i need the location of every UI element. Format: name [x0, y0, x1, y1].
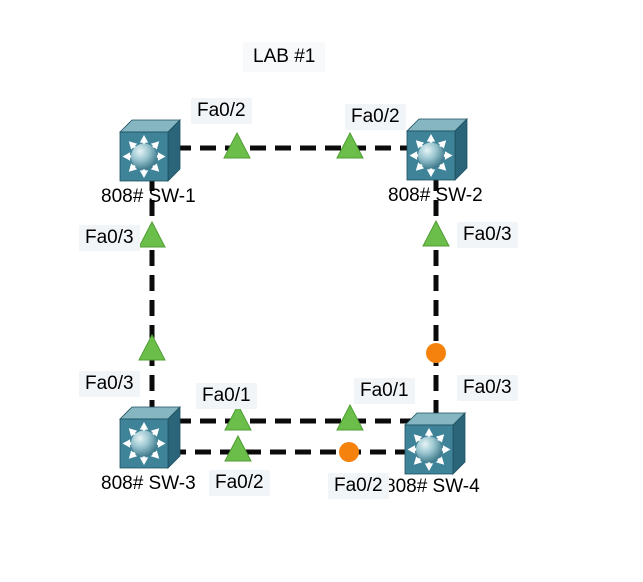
port-label-fa0-3-7: Fa0/3 [457, 375, 518, 401]
port-label-fa0-3-2: Fa0/3 [79, 225, 140, 251]
port-label-fa0-2-9: Fa0/2 [328, 473, 389, 499]
link-status-up-triangle [336, 131, 364, 159]
device-label-sw1: 808# SW-1 [101, 186, 196, 207]
port-label-fa0-1-6: Fa0/1 [354, 378, 415, 404]
switch-sw3[interactable] [117, 404, 183, 470]
port-label-fa0-3-3: Fa0/3 [457, 222, 518, 248]
device-label-sw3: 808# SW-3 [101, 473, 196, 494]
link-status-up-triangle [422, 219, 450, 247]
port-label-fa0-2-0: Fa0/2 [191, 98, 252, 124]
port-label-fa0-3-4: Fa0/3 [79, 371, 140, 397]
port-label-fa0-2-1: Fa0/2 [345, 104, 406, 130]
switch-sw1[interactable] [117, 117, 183, 183]
link-status-up-triangle [336, 403, 364, 431]
switch-icon [119, 406, 181, 469]
port-label-fa0-2-8: Fa0/2 [209, 470, 270, 496]
link-status-blocked-circle [339, 442, 359, 462]
switch-icon [119, 119, 181, 182]
link-status-up-triangle [223, 131, 251, 159]
switch-sw2[interactable] [404, 116, 470, 182]
link-status-blocked-circle [426, 343, 446, 363]
link-status-up-triangle [138, 220, 166, 248]
port-label-fa0-1-5: Fa0/1 [196, 383, 257, 409]
topology-title: LAB #1 [243, 42, 326, 72]
device-label-sw4: 808# SW-4 [385, 476, 480, 497]
switch-sw4[interactable] [402, 410, 468, 476]
switch-icon [404, 412, 466, 475]
device-label-sw2: 808# SW-2 [388, 185, 483, 206]
link-status-up-triangle [224, 434, 252, 462]
link-status-up-triangle [224, 403, 252, 431]
link-status-up-triangle [138, 333, 166, 361]
switch-icon [406, 118, 468, 181]
